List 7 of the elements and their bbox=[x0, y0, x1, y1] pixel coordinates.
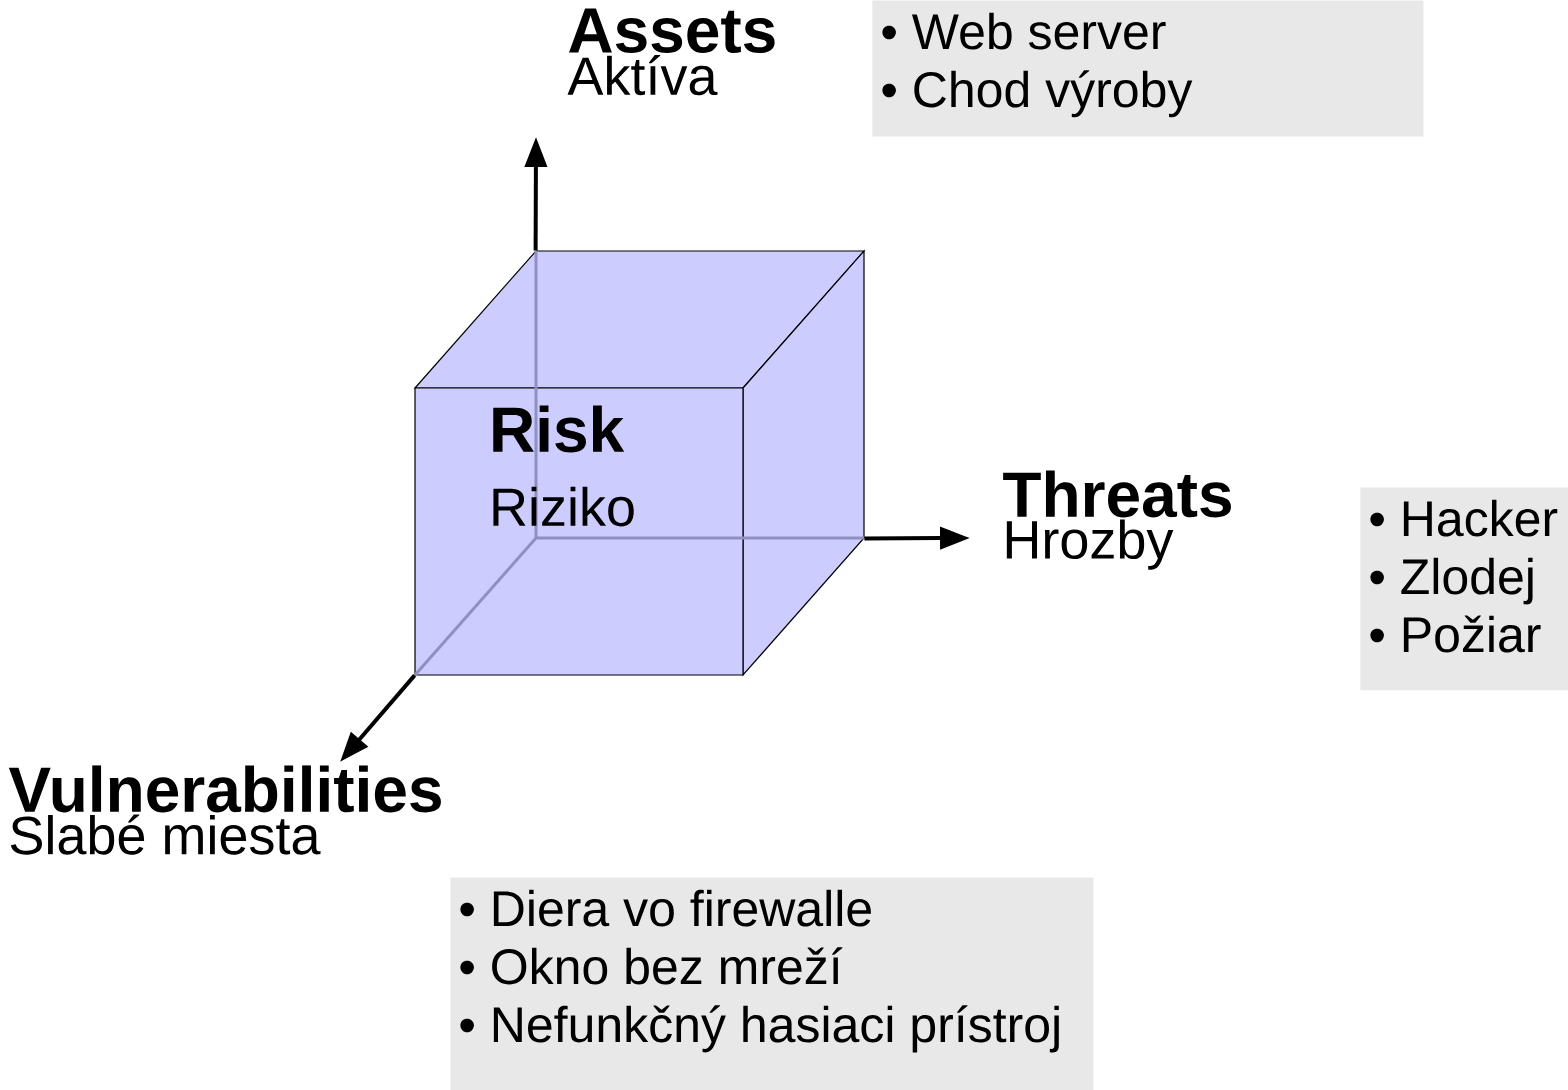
list-box: • Web server • Chod výroby bbox=[872, 0, 1424, 137]
list-box: • Hacker • Zlodej • Požiar bbox=[1360, 487, 1568, 691]
list-box: • Diera vo firewalle • Okno bez mreží • Nefunkčný hasiaci prístroj bbox=[450, 877, 1094, 1090]
axis-label: Assets Aktíva bbox=[567, 8, 775, 96]
risk-cube: Risk Riziko bbox=[413, 249, 866, 677]
axis-label: Vulnerabilities Slabé miesta bbox=[8, 765, 441, 855]
axis-label: Threats Hrozby bbox=[1003, 470, 1231, 570]
